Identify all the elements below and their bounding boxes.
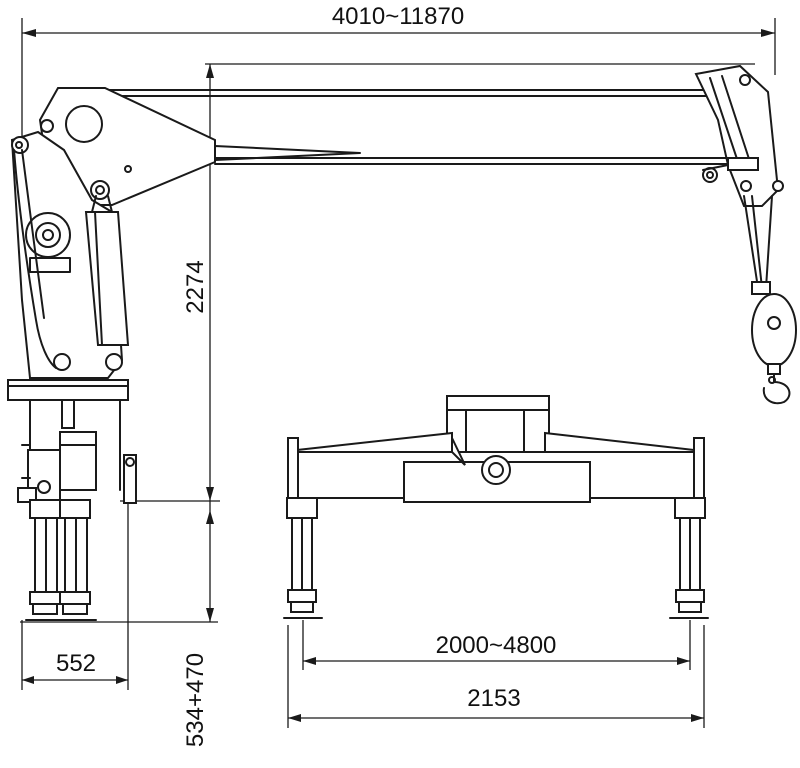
crane-height-label: 2274: [182, 260, 209, 313]
dimension-boom-reach: 4010~11870: [21, 3, 776, 140]
outrigger-leg-right: [669, 497, 709, 619]
crane-mount: [17, 399, 137, 504]
crane-base-plate: [7, 379, 129, 401]
dimension-base-height: 534+470: [20, 621, 218, 747]
crane-side-view: [7, 64, 797, 621]
base-height-label: 534+470: [182, 653, 209, 747]
column-stub: [446, 395, 550, 455]
hook-block: [751, 293, 797, 405]
luffing-cylinder: [84, 180, 130, 346]
dimension-base-width: 552: [21, 500, 129, 690]
outrigger-front-view: [283, 395, 709, 619]
boom-pivot-pin: [65, 105, 103, 143]
outrigger-span-label: 2000~4800: [436, 632, 557, 659]
outrigger-legs-side: [25, 499, 97, 621]
boom-tip: [694, 64, 784, 295]
outrigger-total-label: 2153: [467, 685, 520, 712]
boom-reach-label: 4010~11870: [332, 3, 464, 30]
dimension-outrigger-total: 2153: [287, 625, 705, 728]
base-width-label: 552: [56, 650, 96, 677]
dimension-outrigger-span: 2000~4800: [302, 620, 691, 670]
outrigger-leg-left: [283, 497, 323, 619]
telescopic-boom: [104, 89, 741, 165]
